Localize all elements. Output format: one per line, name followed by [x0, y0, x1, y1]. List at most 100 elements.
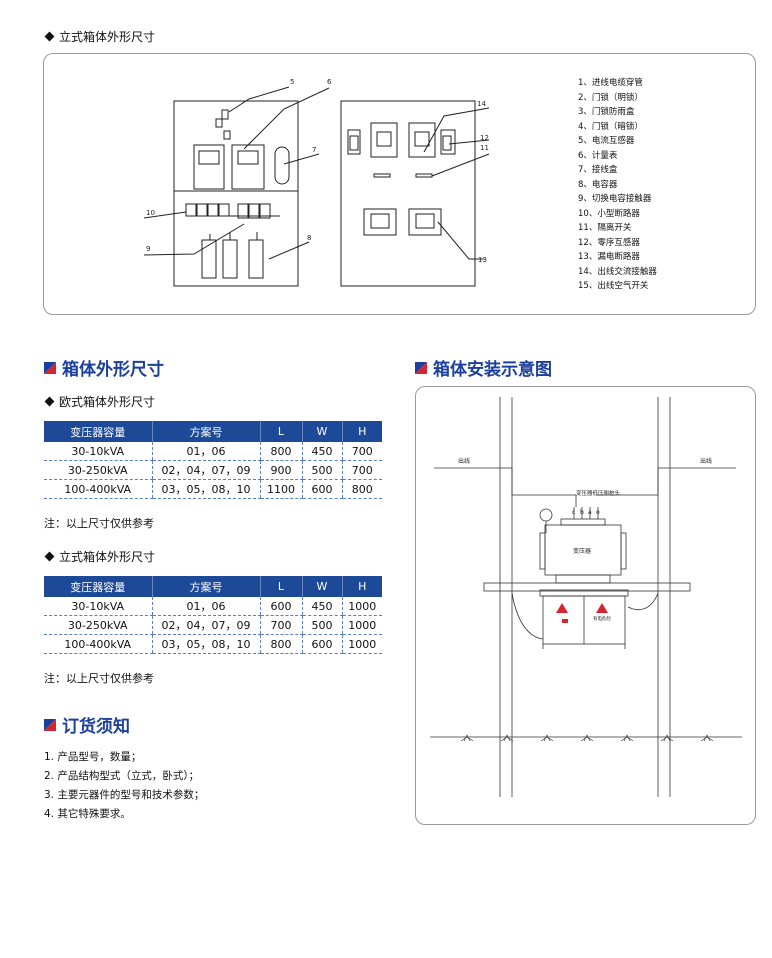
table-cell: 700: [341, 460, 382, 480]
table-cell: 30-250kVA: [44, 460, 152, 480]
label-11: 11: [480, 144, 489, 152]
table-cell: 1000: [341, 615, 382, 635]
label-8: 8: [307, 234, 311, 242]
label-9: 9: [146, 245, 150, 253]
table-cell: 100-400kVA: [44, 634, 152, 654]
column-header: W: [301, 421, 342, 442]
label-5: 5: [290, 78, 294, 86]
legend-item: 4、门锁（暗锁）: [578, 121, 643, 132]
column-header: 变压器容量: [44, 576, 152, 597]
table-cell: 600: [259, 597, 302, 616]
legend-item: 2、门锁（明锁）: [578, 92, 643, 103]
legend-item: 5、电流互感器: [578, 136, 635, 146]
table-cell: 03，05，08，10: [151, 479, 260, 499]
table-cell: 500: [301, 460, 342, 480]
table-cell: 450: [301, 597, 342, 616]
diamond-bullet-icon: [44, 396, 55, 407]
table-cell: 100-400kVA: [44, 479, 152, 499]
table-cell: 600: [301, 479, 342, 499]
table-cell: 03，05，08，10: [151, 634, 260, 654]
legend-item: 12、零序互感器: [578, 237, 640, 248]
table-cell: 800: [259, 442, 302, 461]
install-diagram-panel: 出线 出线 变压器低压侧桩头 c b a o 变压器 有电危险: [415, 386, 756, 825]
diamond-bullet-icon: [44, 551, 55, 562]
table-cell: 600: [301, 634, 342, 654]
euro-dims-table: 变压器容量 方案号 L W H 30-10kVA 01，06 800 450 7…: [44, 421, 382, 499]
vertical-cabinet-diagram-panel: 5 6 7 8 9 10 11 12 13 14 1、进线电缆穿管 2、门锁（明…: [43, 53, 756, 315]
column-header: H: [341, 421, 382, 442]
table-cell: 900: [259, 460, 302, 480]
legend-item: 6、计量表: [578, 150, 618, 161]
table-cell: 02，04，07，09: [151, 615, 260, 635]
legend-item: 14、出线交流接触器: [578, 266, 657, 277]
table-row: 30-250kVA 02，04，07，09 900 500 700: [44, 460, 382, 480]
table-cell: 450: [301, 442, 342, 461]
label-6: 6: [327, 78, 332, 86]
section-flag-icon: [44, 718, 56, 731]
column-header: L: [259, 576, 302, 597]
column-header: 变压器容量: [44, 421, 152, 442]
vertical-dims-table: 变压器容量 方案号 L W H 30-10kVA 01，06 600 450 1…: [44, 576, 382, 654]
column-header: W: [301, 576, 342, 597]
table-cell: 800: [341, 479, 382, 499]
diamond-bullet-icon: [44, 31, 55, 42]
table-cell: 800: [259, 634, 302, 654]
list-item: 4. 其它特殊要求。: [44, 808, 131, 820]
legend-item: 10、小型断路器: [578, 208, 640, 219]
label-12: 12: [480, 134, 489, 142]
legend-item: 11、隔离开关: [578, 223, 632, 233]
right-cabinet-outline: [340, 100, 476, 287]
legend-item: 13、漏电断路器: [578, 252, 640, 262]
order-section-title: 订货须知: [44, 712, 130, 737]
legend-item: 7、接线盒: [578, 165, 618, 175]
vertical-dims-heading: 立式箱体外形尺寸: [44, 548, 155, 565]
column-header: L: [259, 421, 302, 442]
warning-icon: [596, 603, 608, 613]
table-row: 30-250kVA 02，04，07，09 700 500 1000: [44, 615, 382, 635]
install-section-title: 箱体安装示意图: [415, 355, 552, 380]
table-cell: 1100: [259, 479, 302, 499]
table-cell: 1000: [341, 634, 382, 654]
install-drawing: 出线 出线 变压器低压侧桩头 c b a o 变压器 有电危险: [430, 397, 742, 797]
table-row: 100-400kVA 03，05，08，10 1100 600 800: [44, 479, 382, 499]
table-row: 100-400kVA 03，05，08，10 800 600 1000: [44, 634, 382, 654]
table-cell: 30-250kVA: [44, 615, 152, 635]
phase-label: o: [596, 509, 600, 516]
table-cell: 500: [301, 615, 342, 635]
component-legend: 1、进线电缆穿管 2、门锁（明锁） 3、门锁防雨盒 4、门锁（暗锁） 5、电流互…: [578, 76, 657, 294]
euro-dims-note: 注：以上尺寸仅供参考: [44, 517, 154, 530]
section-flag-icon: [44, 361, 56, 374]
list-item: 1. 产品型号，数量；: [44, 751, 142, 763]
low-voltage-terminal-label: 变压器低压侧桩头: [576, 489, 621, 497]
outline-label-left: 出线: [458, 457, 470, 465]
table-cell: 700: [259, 615, 302, 635]
table-cell: 01，06: [151, 442, 260, 461]
label-7: 7: [312, 146, 316, 154]
label-13: 13: [478, 256, 487, 264]
top-section-heading: 立式箱体外形尺寸: [44, 28, 155, 45]
table-cell: 01，06: [151, 597, 260, 616]
transformer-label: 变压器: [573, 547, 591, 555]
table-cell: 1000: [341, 597, 382, 616]
list-item: 2. 产品结构型式（立式，卧式）；: [44, 770, 200, 782]
table-header-row: 变压器容量 方案号 L W H: [44, 576, 382, 597]
warning-icon: [556, 603, 568, 613]
legend-item: 1、进线电缆穿管: [578, 78, 643, 88]
euro-dims-heading: 欧式箱体外形尺寸: [44, 393, 155, 410]
left-cabinet-outline: [173, 100, 299, 287]
order-list: 1. 产品型号，数量； 2. 产品结构型式（立式，卧式）； 3. 主要元器件的型…: [44, 748, 204, 824]
label-14: 14: [477, 100, 486, 108]
column-header: 方案号: [151, 576, 260, 597]
dims-section-title: 箱体外形尺寸: [44, 355, 164, 380]
table-row: 30-10kVA 01，06 600 450 1000: [44, 597, 382, 616]
table-cell: 02，04，07，09: [151, 460, 260, 480]
list-item: 3. 主要元器件的型号和技术参数；: [44, 789, 205, 801]
outline-label-right: 出线: [700, 457, 712, 465]
table-header-row: 变压器容量 方案号 L W H: [44, 421, 382, 442]
table-cell: 700: [341, 442, 382, 461]
phase-label: a: [588, 509, 592, 516]
vertical-dims-note: 注：以上尺寸仅供参考: [44, 672, 154, 685]
cabinet-layout-drawing: 5 6 7 8 9 10 11 12 13 14: [143, 78, 490, 287]
phase-label: c: [572, 509, 575, 516]
table-cell: 30-10kVA: [44, 597, 152, 616]
